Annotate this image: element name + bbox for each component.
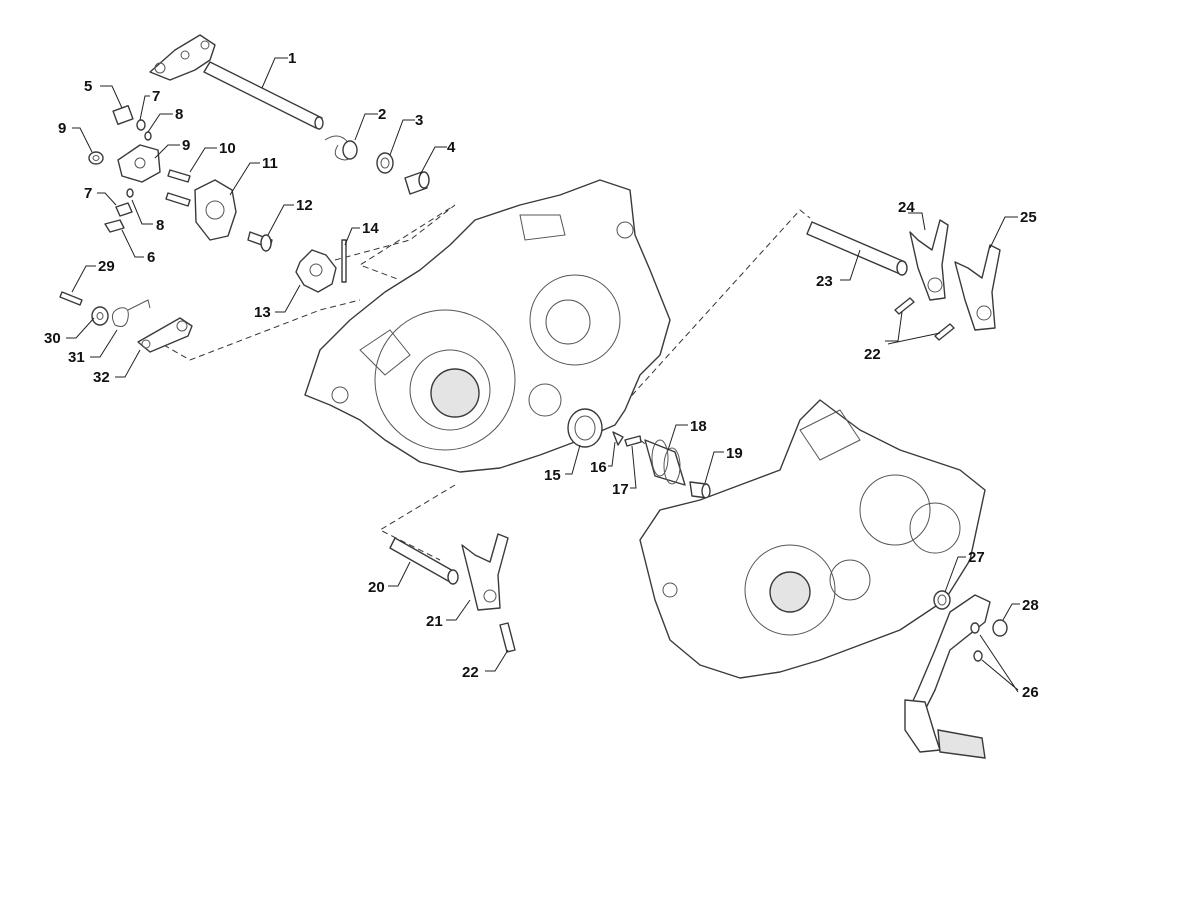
callout-22a: 22: [864, 346, 881, 363]
gear-lever-26: [904, 594, 991, 759]
callout-16: 16: [590, 459, 607, 476]
fork-shaft-23: [806, 221, 908, 276]
callout-24: 24: [898, 199, 915, 216]
callout-31: 31: [68, 349, 85, 366]
callout-9b: 9: [182, 137, 190, 154]
callout-26: 26: [1022, 684, 1039, 701]
callout-23: 23: [816, 273, 833, 290]
callout-22b: 22: [462, 664, 479, 681]
callout-15: 15: [544, 467, 561, 484]
fork-shaft-20: [389, 537, 459, 585]
pin-14: [341, 239, 347, 283]
callout-18: 18: [690, 418, 707, 435]
pin-22b: [499, 622, 516, 653]
callout-32: 32: [93, 369, 110, 386]
callout-8a: 8: [175, 106, 183, 123]
screw-16-17: [612, 431, 642, 447]
bushing-4: [404, 171, 430, 195]
callout-19: 19: [726, 445, 743, 462]
callout-9a: 9: [58, 120, 66, 137]
pins-22a: [894, 297, 955, 341]
bolt-12: [247, 231, 273, 252]
callout-5: 5: [84, 78, 92, 95]
washer-3: [376, 152, 394, 174]
callout-17: 17: [612, 481, 629, 498]
shift-drum-18: [644, 439, 686, 486]
left-crankcase-half: [304, 179, 671, 473]
return-spring: [324, 135, 358, 161]
callout-21: 21: [426, 613, 443, 630]
seal-27: [933, 590, 951, 610]
shift-cover-plate: [194, 179, 237, 241]
shift-shaft: [149, 34, 324, 130]
callout-20: 20: [368, 579, 385, 596]
shift-fork-25: [954, 244, 1001, 331]
callout-labels: 1 2 3 4 5 7 8 9 9 10 11 7 8 6 12 14 13 2…: [44, 50, 1039, 701]
index-star-13: [295, 249, 337, 293]
callout-8b: 8: [156, 217, 164, 234]
callout-2: 2: [378, 106, 386, 123]
callout-30: 30: [44, 330, 61, 347]
callout-6: 6: [147, 249, 155, 266]
callout-11: 11: [262, 155, 278, 172]
callout-13: 13: [254, 304, 271, 321]
callout-25: 25: [1020, 209, 1037, 226]
callout-12: 12: [296, 197, 313, 214]
small-parts-left: [88, 104, 191, 233]
callout-29: 29: [98, 258, 115, 275]
callout-7b: 7: [84, 185, 92, 202]
shift-fork-21: [461, 533, 509, 611]
o-ring-28: [992, 619, 1008, 637]
callout-7a: 7: [152, 88, 160, 105]
callout-1: 1: [288, 50, 296, 67]
leader-lines: [66, 57, 1020, 693]
callout-10: 10: [219, 140, 236, 157]
callout-4: 4: [447, 139, 456, 156]
bearing-15: [567, 408, 603, 448]
callout-27: 27: [968, 549, 985, 566]
shift-fork-24: [909, 219, 949, 301]
callout-3: 3: [415, 112, 423, 129]
callout-14: 14: [362, 220, 379, 237]
bushing-19: [689, 481, 711, 499]
index-lever-group: [59, 291, 193, 353]
callout-28: 28: [1022, 597, 1039, 614]
right-crankcase-half: [639, 399, 986, 679]
